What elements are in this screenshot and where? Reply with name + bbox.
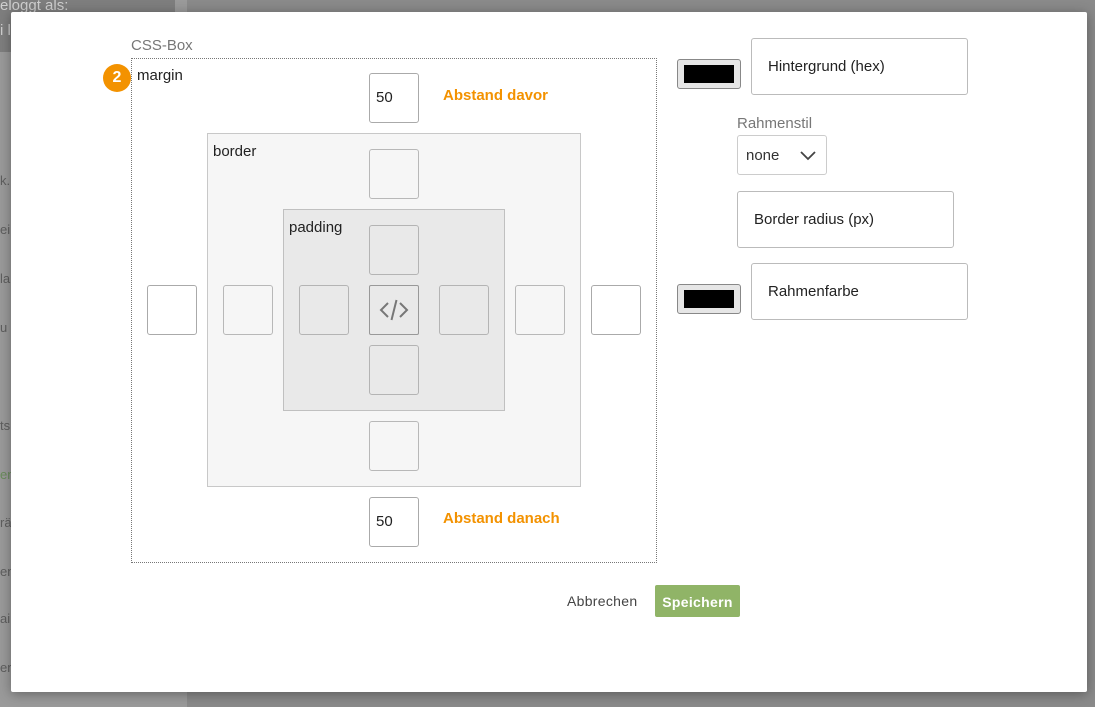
padding-bottom-input[interactable] xyxy=(369,345,419,395)
background-sidebar-item: ts xyxy=(0,418,11,433)
background-sidebar-item: la xyxy=(0,271,11,286)
margin-left-input[interactable] xyxy=(147,285,197,335)
border-color-preview xyxy=(684,290,734,308)
background-hex-field[interactable]: Hintergrund (hex) xyxy=(751,38,968,95)
background-sidebar-item: ei xyxy=(0,222,11,237)
border-bottom-input[interactable] xyxy=(369,421,419,471)
cancel-button[interactable]: Abbrechen xyxy=(561,586,643,616)
border-left-input[interactable] xyxy=(223,285,273,335)
border-color-swatch[interactable] xyxy=(677,284,741,314)
background-sidebar-item: rä xyxy=(0,515,12,530)
background-sidebar-item: k. xyxy=(0,173,11,188)
border-color-field[interactable]: Rahmenfarbe xyxy=(751,263,968,320)
background-color-preview xyxy=(684,65,734,83)
border-top-input[interactable] xyxy=(369,149,419,199)
code-icon xyxy=(379,299,409,321)
border-style-select[interactable]: none xyxy=(737,135,827,175)
border-style-label: Rahmenstil xyxy=(737,115,813,132)
background-sidebar-item: u xyxy=(0,320,8,335)
background-logged-in-user: i l xyxy=(0,22,11,39)
step-badge: 2 xyxy=(103,64,131,92)
border-right-input[interactable] xyxy=(515,285,565,335)
margin-right-input[interactable] xyxy=(591,285,641,335)
border-radius-field[interactable]: Border radius (px) xyxy=(737,191,954,248)
padding-label: padding xyxy=(289,219,343,236)
margin-bottom-hint: Abstand danach xyxy=(443,510,560,527)
border-label: border xyxy=(213,143,257,160)
background-logged-in-text: eloggt als: xyxy=(0,0,69,14)
margin-top-hint: Abstand davor xyxy=(443,87,549,104)
css-box-title: CSS-Box xyxy=(131,37,193,54)
margin-label: margin xyxy=(137,67,183,84)
background-sidebar-item: er xyxy=(0,660,12,675)
background-sidebar-item: en xyxy=(0,564,15,579)
margin-top-input[interactable]: 50 xyxy=(369,73,419,123)
content-code-button[interactable] xyxy=(369,285,419,335)
background-sidebar-item: ai xyxy=(0,611,11,626)
margin-area xyxy=(131,58,657,563)
background-color-swatch[interactable] xyxy=(677,59,741,89)
border-style-value: none xyxy=(746,146,780,164)
save-button[interactable]: Speichern xyxy=(655,585,740,617)
padding-right-input[interactable] xyxy=(439,285,489,335)
chevron-down-icon xyxy=(800,151,816,161)
background-sidebar-item: en xyxy=(0,467,15,482)
padding-top-input[interactable] xyxy=(369,225,419,275)
padding-left-input[interactable] xyxy=(299,285,349,335)
margin-bottom-input[interactable]: 50 xyxy=(369,497,419,547)
